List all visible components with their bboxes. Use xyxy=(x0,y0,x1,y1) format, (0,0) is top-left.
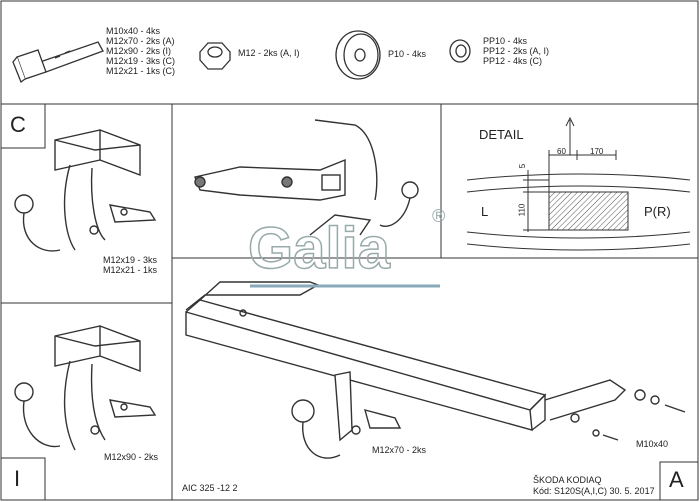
spring-washer-spec-1: PP10 - 4ks xyxy=(483,36,528,46)
panel-i-bolt: M12x90 - 2ks xyxy=(104,452,159,462)
detail-dim-60: 60 xyxy=(557,147,566,156)
bolt-spec-5: M12x21 - 1ks (C) xyxy=(106,66,176,76)
bolt-spec-3: M12x90 - 2ks (I) xyxy=(106,46,172,56)
panel-c-bolt-1: M12x19 - 3ks xyxy=(103,255,158,265)
panel-c-letter: C xyxy=(10,112,26,137)
panel-c-bolt-2: M12x21 - 1ks xyxy=(103,265,158,275)
hitch-illustration-i xyxy=(14,325,157,451)
detail-dim-170: 170 xyxy=(590,147,604,156)
corner-box-a xyxy=(659,461,699,501)
main-letter: A xyxy=(669,467,684,492)
detail-left-label: L xyxy=(481,204,489,219)
spring-washer-illustration xyxy=(449,39,471,63)
corner-box-i xyxy=(0,457,46,501)
main-bolt-label: M12x70 - 2ks xyxy=(372,445,427,455)
watermark-registered: ® xyxy=(432,206,445,226)
vehicle-name: ŠKODA KODIAQ xyxy=(533,475,602,485)
spring-washer-spec-2: PP12 - 2ks (A, I) xyxy=(483,46,550,56)
mounting-illustration xyxy=(194,119,419,236)
watermark-text: Galia xyxy=(248,216,391,281)
detail-dim-5: 5 xyxy=(518,163,528,169)
spring-washer-spec-3: PP12 - 4ks (C) xyxy=(483,56,543,66)
detail-drawing xyxy=(466,116,691,251)
detail-dim-110: 110 xyxy=(517,203,527,217)
drawing-code: AIC 325 -12 2 xyxy=(182,483,238,493)
bolt-spec-1: M10x40 - 4ks xyxy=(106,26,161,36)
washer-illustration xyxy=(335,30,381,80)
panel-i-letter: I xyxy=(14,466,21,491)
hitch-illustration-c xyxy=(14,129,157,252)
detail-title: DETAIL xyxy=(479,127,524,142)
bolt-illustration xyxy=(12,41,104,84)
main-m10-label: M10x40 xyxy=(636,439,669,449)
towbar-illustration xyxy=(185,281,686,459)
washer-spec: P10 - 4ks xyxy=(388,49,427,59)
code-line: Kód: S120S(A,I,C) 30. 5. 2017 xyxy=(533,486,655,496)
detail-right-label: P(R) xyxy=(644,204,671,219)
bolt-spec-4: M12x19 - 3ks (C) xyxy=(106,56,176,66)
corner-box-c xyxy=(0,103,46,149)
nut-illustration xyxy=(199,42,231,70)
galia-watermark: Galia ® xyxy=(247,206,445,288)
nut-spec: M12 - 2ks (A, I) xyxy=(238,48,300,58)
bolt-spec-2: M12x70 - 2ks (A) xyxy=(106,36,175,46)
